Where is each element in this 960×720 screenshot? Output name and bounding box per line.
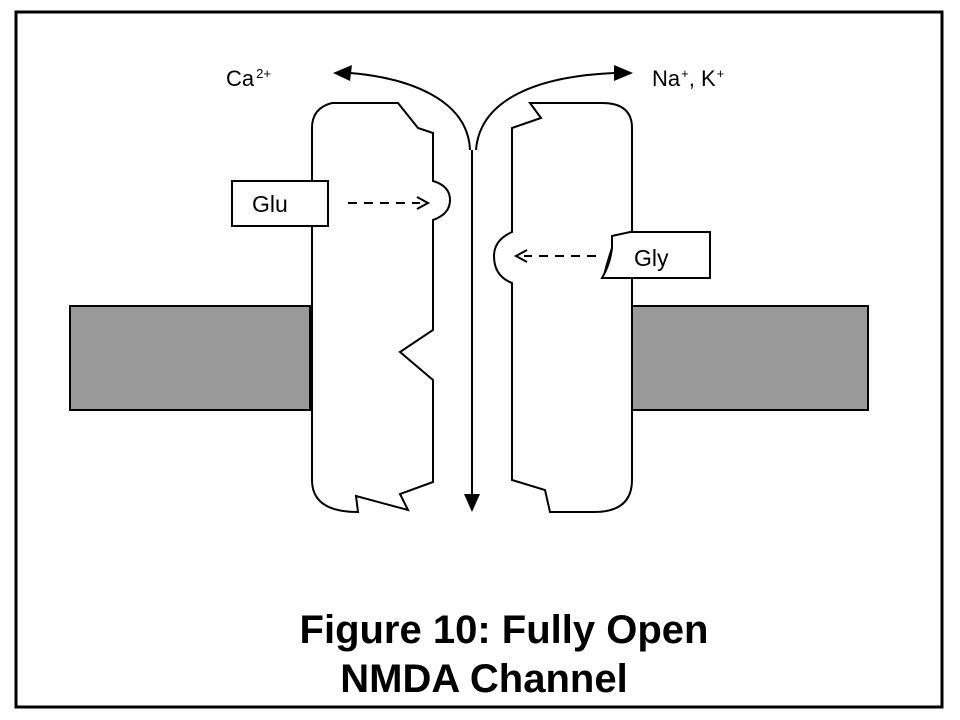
glu-label: Glu [252,191,288,217]
pore-arrowhead [464,494,480,512]
ca-arrowhead [333,65,352,81]
membrane-left [69,305,311,411]
gly-arrowhead [513,249,528,263]
glu-arrowhead [416,196,431,210]
glu-ligand-box [231,180,329,227]
channel-subunit-left [311,102,452,514]
na-k-flow-arrow [475,72,616,151]
ca-flow-arrow [349,72,471,151]
gly-ligand-box [600,231,711,279]
membrane-right [631,305,869,411]
figure-caption-line1: Figure 10: Fully Open [300,608,709,652]
na-k-ion-label: Na+, K+ [652,66,724,91]
gly-label: Gly [634,245,669,271]
channel-subunit-right [492,102,633,513]
figure-frame [14,10,944,709]
figure-caption-line2: NMDA Channel [340,657,627,701]
na-k-arrowhead [614,65,633,81]
